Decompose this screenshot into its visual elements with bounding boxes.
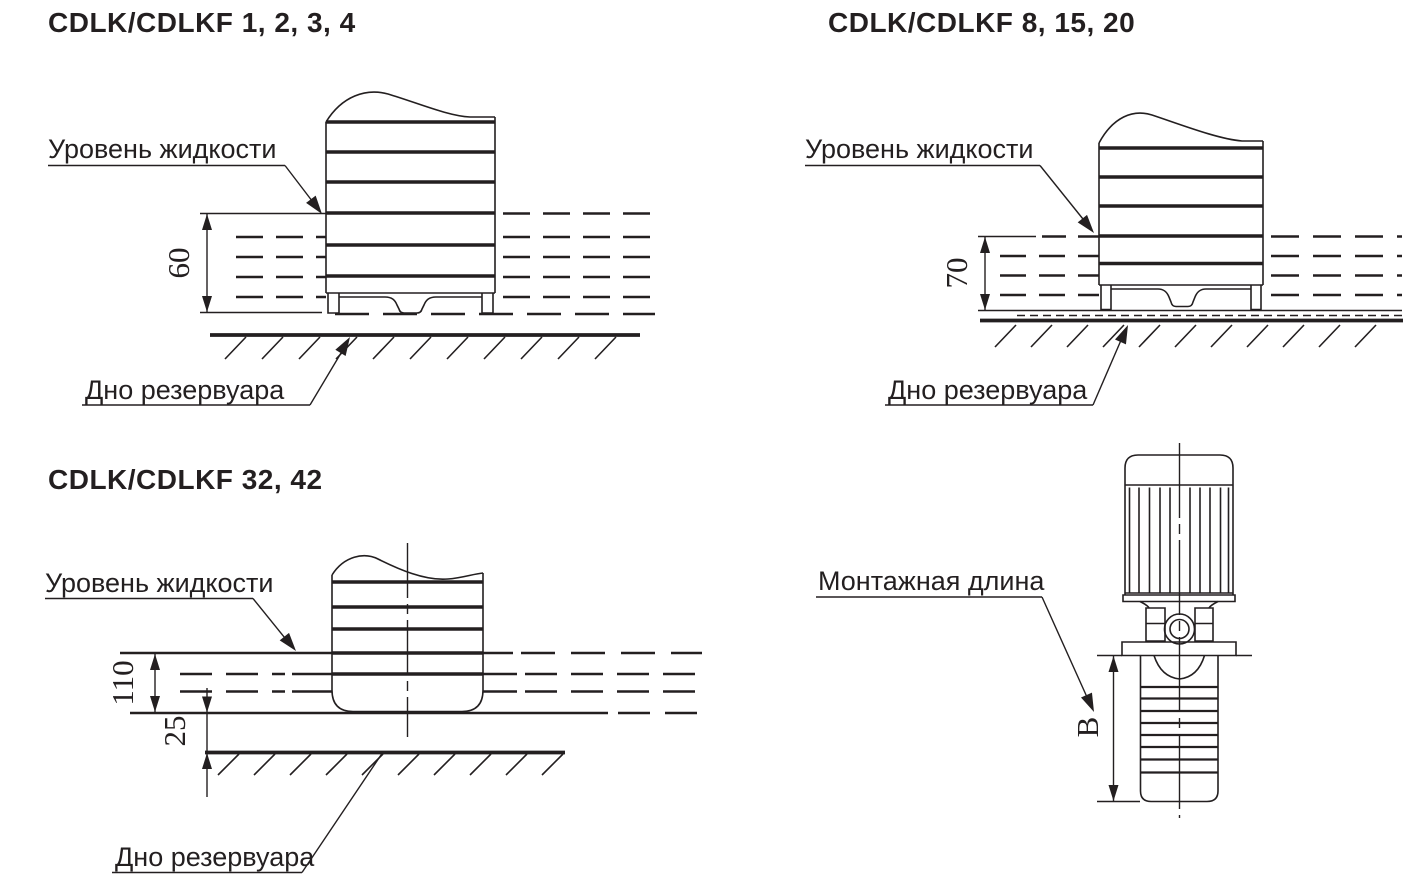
coupling — [1145, 607, 1214, 645]
leader-line — [301, 753, 383, 873]
ground-hatching — [217, 753, 564, 776]
pump-break-wave — [1098, 112, 1263, 144]
motor-body-sides — [1124, 485, 1234, 595]
liquid-dashes-right — [525, 672, 700, 693]
pump-side-view — [325, 91, 496, 314]
liquid-lines — [120, 651, 702, 715]
diagram-cdlk-8-15-20: CDLK/CDLKF 8, 15, 20 70 — [805, 7, 1403, 406]
diagram-cdlk-32-42: CDLK/CDLKF 32, 42 110 — [45, 464, 702, 874]
tank-bottom — [205, 750, 565, 776]
liquid-lines — [978, 235, 1402, 317]
panel-title: CDLK/CDLKF 32, 42 — [48, 464, 323, 495]
tank-bottom — [210, 333, 640, 360]
liquid-solid-near-pump — [292, 672, 517, 693]
leader-arrow-icon — [306, 195, 327, 218]
leader-line — [1041, 596, 1092, 707]
motor-cap — [1124, 454, 1234, 486]
liquid-level-label: Уровень жидкости — [45, 568, 274, 598]
motor-base-band — [1122, 594, 1236, 603]
pump-feet — [327, 293, 494, 314]
dimension-60: 60 — [161, 213, 212, 313]
liquid-dashes-left — [180, 672, 285, 693]
mounting-length-label: Монтажная длина — [818, 566, 1045, 596]
dimension-value: B — [1070, 717, 1105, 738]
liquid-dashes-left — [1000, 254, 1099, 297]
cartridge-outline — [1139, 655, 1219, 803]
leader-line — [1092, 330, 1126, 406]
pump-body-sides — [325, 117, 496, 293]
liquid-level-callout: Уровень жидкости — [805, 134, 1099, 237]
leader-line — [309, 342, 348, 406]
dimension-value: 110 — [105, 660, 140, 705]
liquid-level-label: Уровень жидкости — [805, 134, 1034, 164]
pump-body-sides — [1098, 141, 1264, 285]
tank-bottom-label: Дно резервуара — [888, 375, 1088, 405]
ground-hatching — [224, 336, 617, 360]
pump-break-wave — [331, 555, 484, 580]
dimension-arrow-up-icon — [150, 654, 160, 670]
liquid-level-callout: Уровень жидкости — [48, 134, 327, 218]
tank-bottom-callout: Дно резервуара — [885, 322, 1134, 406]
tank-bottom-label: Дно резервуара — [115, 842, 315, 872]
pump-feet — [1100, 285, 1262, 311]
coupling-shaft-inner-circle — [1169, 618, 1190, 640]
liquid-dashes-left — [236, 235, 326, 299]
ground-hatching — [994, 324, 1377, 348]
pump-break-wave — [325, 91, 495, 123]
dimension-arrow-up-icon — [202, 753, 212, 769]
tank-bottom — [980, 318, 1403, 348]
dimension-arrow-up-icon — [202, 214, 212, 230]
dimension-arrow-up-icon — [980, 237, 990, 253]
pump-head-dome — [1153, 655, 1206, 680]
tank-bottom-callout: Дно резервуара — [82, 333, 356, 406]
dimension-70: 70 — [939, 236, 990, 311]
dimension-25: 25 — [157, 688, 212, 797]
diagram-mounting-length: B Монтажная длина — [816, 443, 1252, 818]
diagram-cdlk-1-2-3-4: CDLK/CDLKF 1, 2, 3, 4 — [48, 7, 655, 406]
pump-inlet-plate — [339, 296, 482, 314]
liquid-dashes-right — [503, 235, 655, 299]
mounting-flange — [1097, 641, 1252, 680]
motor-cooling-fins — [1128, 487, 1230, 593]
liquid-dashes-right — [1271, 235, 1402, 297]
cartridge-stage-lines — [1140, 685, 1218, 774]
liquid-lines — [200, 212, 655, 316]
dimension-arrow-up-icon — [1108, 656, 1119, 672]
pump-stage-lines — [1099, 146, 1263, 266]
liquid-level-callout: Уровень жидкости — [45, 568, 301, 655]
tank-bottom-label: Дно резервуара — [85, 375, 285, 405]
dimension-arrow-down-icon — [202, 696, 212, 713]
mounting-length-callout: Монтажная длина — [816, 566, 1100, 715]
pump-side-view — [1098, 112, 1264, 311]
pump-side-view — [331, 543, 484, 737]
dimension-value: 70 — [939, 258, 974, 289]
coupling-right-block — [1194, 607, 1214, 642]
dimension-value: 25 — [157, 716, 192, 747]
dimension-arrow-down-icon — [150, 696, 160, 712]
dimension-arrow-down-icon — [980, 294, 990, 310]
dimension-value: 60 — [161, 248, 196, 279]
coupling-left-block — [1145, 607, 1166, 642]
liquid-level-label: Уровень жидкости — [48, 134, 277, 164]
leader-line — [1039, 165, 1092, 230]
coupling-shaft-outer-circle — [1163, 613, 1196, 645]
dimension-B: B — [1070, 655, 1119, 802]
panel-title: CDLK/CDLKF 1, 2, 3, 4 — [48, 7, 356, 38]
leader-arrow-icon — [335, 333, 356, 356]
tank-bottom-callout: Дно резервуара — [112, 753, 383, 874]
panel-title: CDLK/CDLKF 8, 15, 20 — [828, 7, 1135, 38]
pump-inlet-plate — [1111, 288, 1251, 308]
leader-arrow-icon — [1080, 692, 1100, 715]
leader-arrow-icon — [1077, 214, 1099, 237]
dimension-arrow-down-icon — [1108, 785, 1119, 801]
pump-stage-lines — [326, 120, 495, 278]
pump-cartridge — [1097, 655, 1219, 803]
dimension-arrow-down-icon — [202, 296, 212, 312]
motor — [1122, 454, 1236, 609]
dimension-110: 110 — [105, 653, 160, 713]
